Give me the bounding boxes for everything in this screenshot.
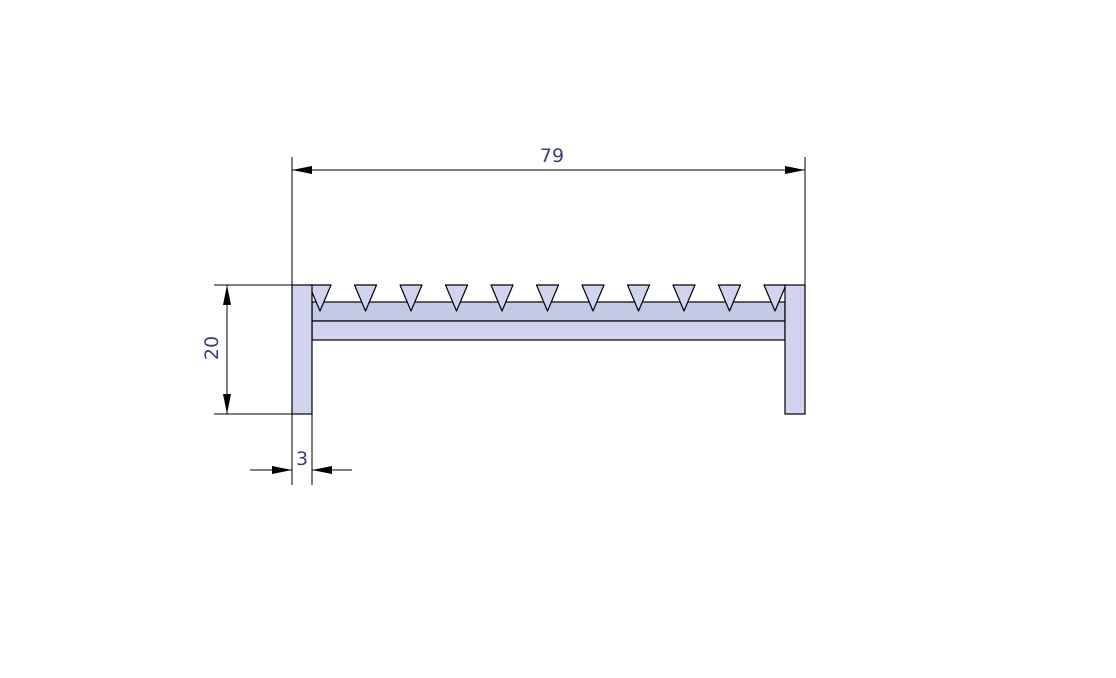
tooth bbox=[353, 284, 378, 312]
tooth bbox=[581, 284, 605, 312]
tooth bbox=[535, 284, 560, 312]
lower-bar bbox=[311, 320, 786, 341]
dimension-width bbox=[291, 157, 806, 285]
dimension-height-label: 20 bbox=[201, 336, 223, 360]
tooth bbox=[672, 284, 696, 312]
tooth bbox=[763, 284, 787, 312]
right-post bbox=[784, 284, 806, 415]
teeth bbox=[308, 284, 787, 312]
tooth bbox=[717, 284, 742, 312]
dimension-thickness bbox=[250, 414, 352, 485]
dimension-thickness-label: 3 bbox=[296, 448, 308, 470]
dimension-width-label: 79 bbox=[540, 145, 564, 167]
tooth bbox=[444, 284, 469, 312]
tooth bbox=[308, 284, 332, 312]
tooth bbox=[399, 284, 423, 312]
tooth bbox=[490, 284, 514, 312]
tooth bbox=[626, 284, 651, 312]
profile-part bbox=[291, 284, 806, 415]
left-post bbox=[291, 284, 313, 415]
dimension-height bbox=[214, 284, 292, 415]
